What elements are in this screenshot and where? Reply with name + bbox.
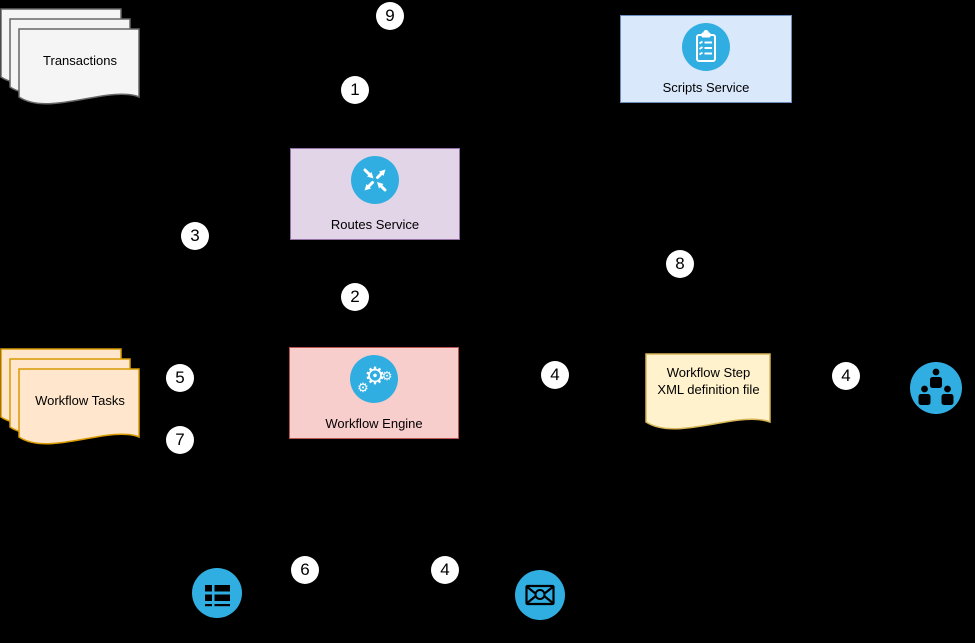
step-badge-5[interactable]: 5 bbox=[166, 364, 194, 392]
step-badge-1[interactable]: 1 bbox=[341, 76, 369, 104]
routes-arrows-icon bbox=[351, 156, 399, 204]
transactions-document-stack[interactable] bbox=[0, 8, 142, 120]
workflow-step-xml-label-line2: XML definition file bbox=[657, 382, 760, 397]
svg-text:⚙: ⚙ bbox=[364, 362, 386, 390]
svg-text:⚙: ⚙ bbox=[357, 381, 369, 396]
scripts-service-node[interactable]: Scripts Service bbox=[620, 15, 792, 103]
step-badge-4-b[interactable]: 4 bbox=[832, 362, 860, 390]
routes-service-label: Routes Service bbox=[330, 217, 420, 232]
step-badge-4-a[interactable]: 4 bbox=[541, 361, 569, 389]
step-badge-6[interactable]: 6 bbox=[291, 556, 319, 584]
step-badge-3[interactable]: 3 bbox=[181, 222, 209, 250]
transactions-label: Transactions bbox=[43, 53, 117, 68]
workflow-tasks-document-stack[interactable] bbox=[0, 348, 142, 460]
email-icon[interactable] bbox=[515, 570, 565, 625]
workflow-step-xml-document[interactable] bbox=[645, 353, 772, 445]
gears-icon: ⚙ ⚙ ⚙ bbox=[350, 355, 398, 403]
step-badge-8[interactable]: 8 bbox=[666, 250, 694, 278]
workflow-engine-node[interactable]: ⚙ ⚙ ⚙ Workflow Engine bbox=[289, 347, 459, 439]
clipboard-icon bbox=[682, 23, 730, 71]
workflow-engine-label: Workflow Engine bbox=[325, 416, 423, 431]
workflow-step-xml-label-line1: Workflow Step bbox=[666, 365, 751, 380]
workflow-step-xml-label: Workflow Step XML definition file bbox=[645, 364, 772, 398]
queue-icon[interactable] bbox=[192, 568, 242, 623]
workflow-tasks-label: Workflow Tasks bbox=[35, 393, 125, 408]
svg-text:⚙: ⚙ bbox=[382, 369, 393, 383]
step-badge-2[interactable]: 2 bbox=[341, 283, 369, 311]
step-badge-4-c[interactable]: 4 bbox=[431, 556, 459, 584]
scripts-service-label: Scripts Service bbox=[662, 80, 750, 95]
step-badge-9[interactable]: 9 bbox=[376, 2, 404, 30]
team-icon[interactable] bbox=[910, 362, 962, 419]
step-badge-7[interactable]: 7 bbox=[166, 426, 194, 454]
routes-service-node[interactable]: Routes Service bbox=[290, 148, 460, 240]
